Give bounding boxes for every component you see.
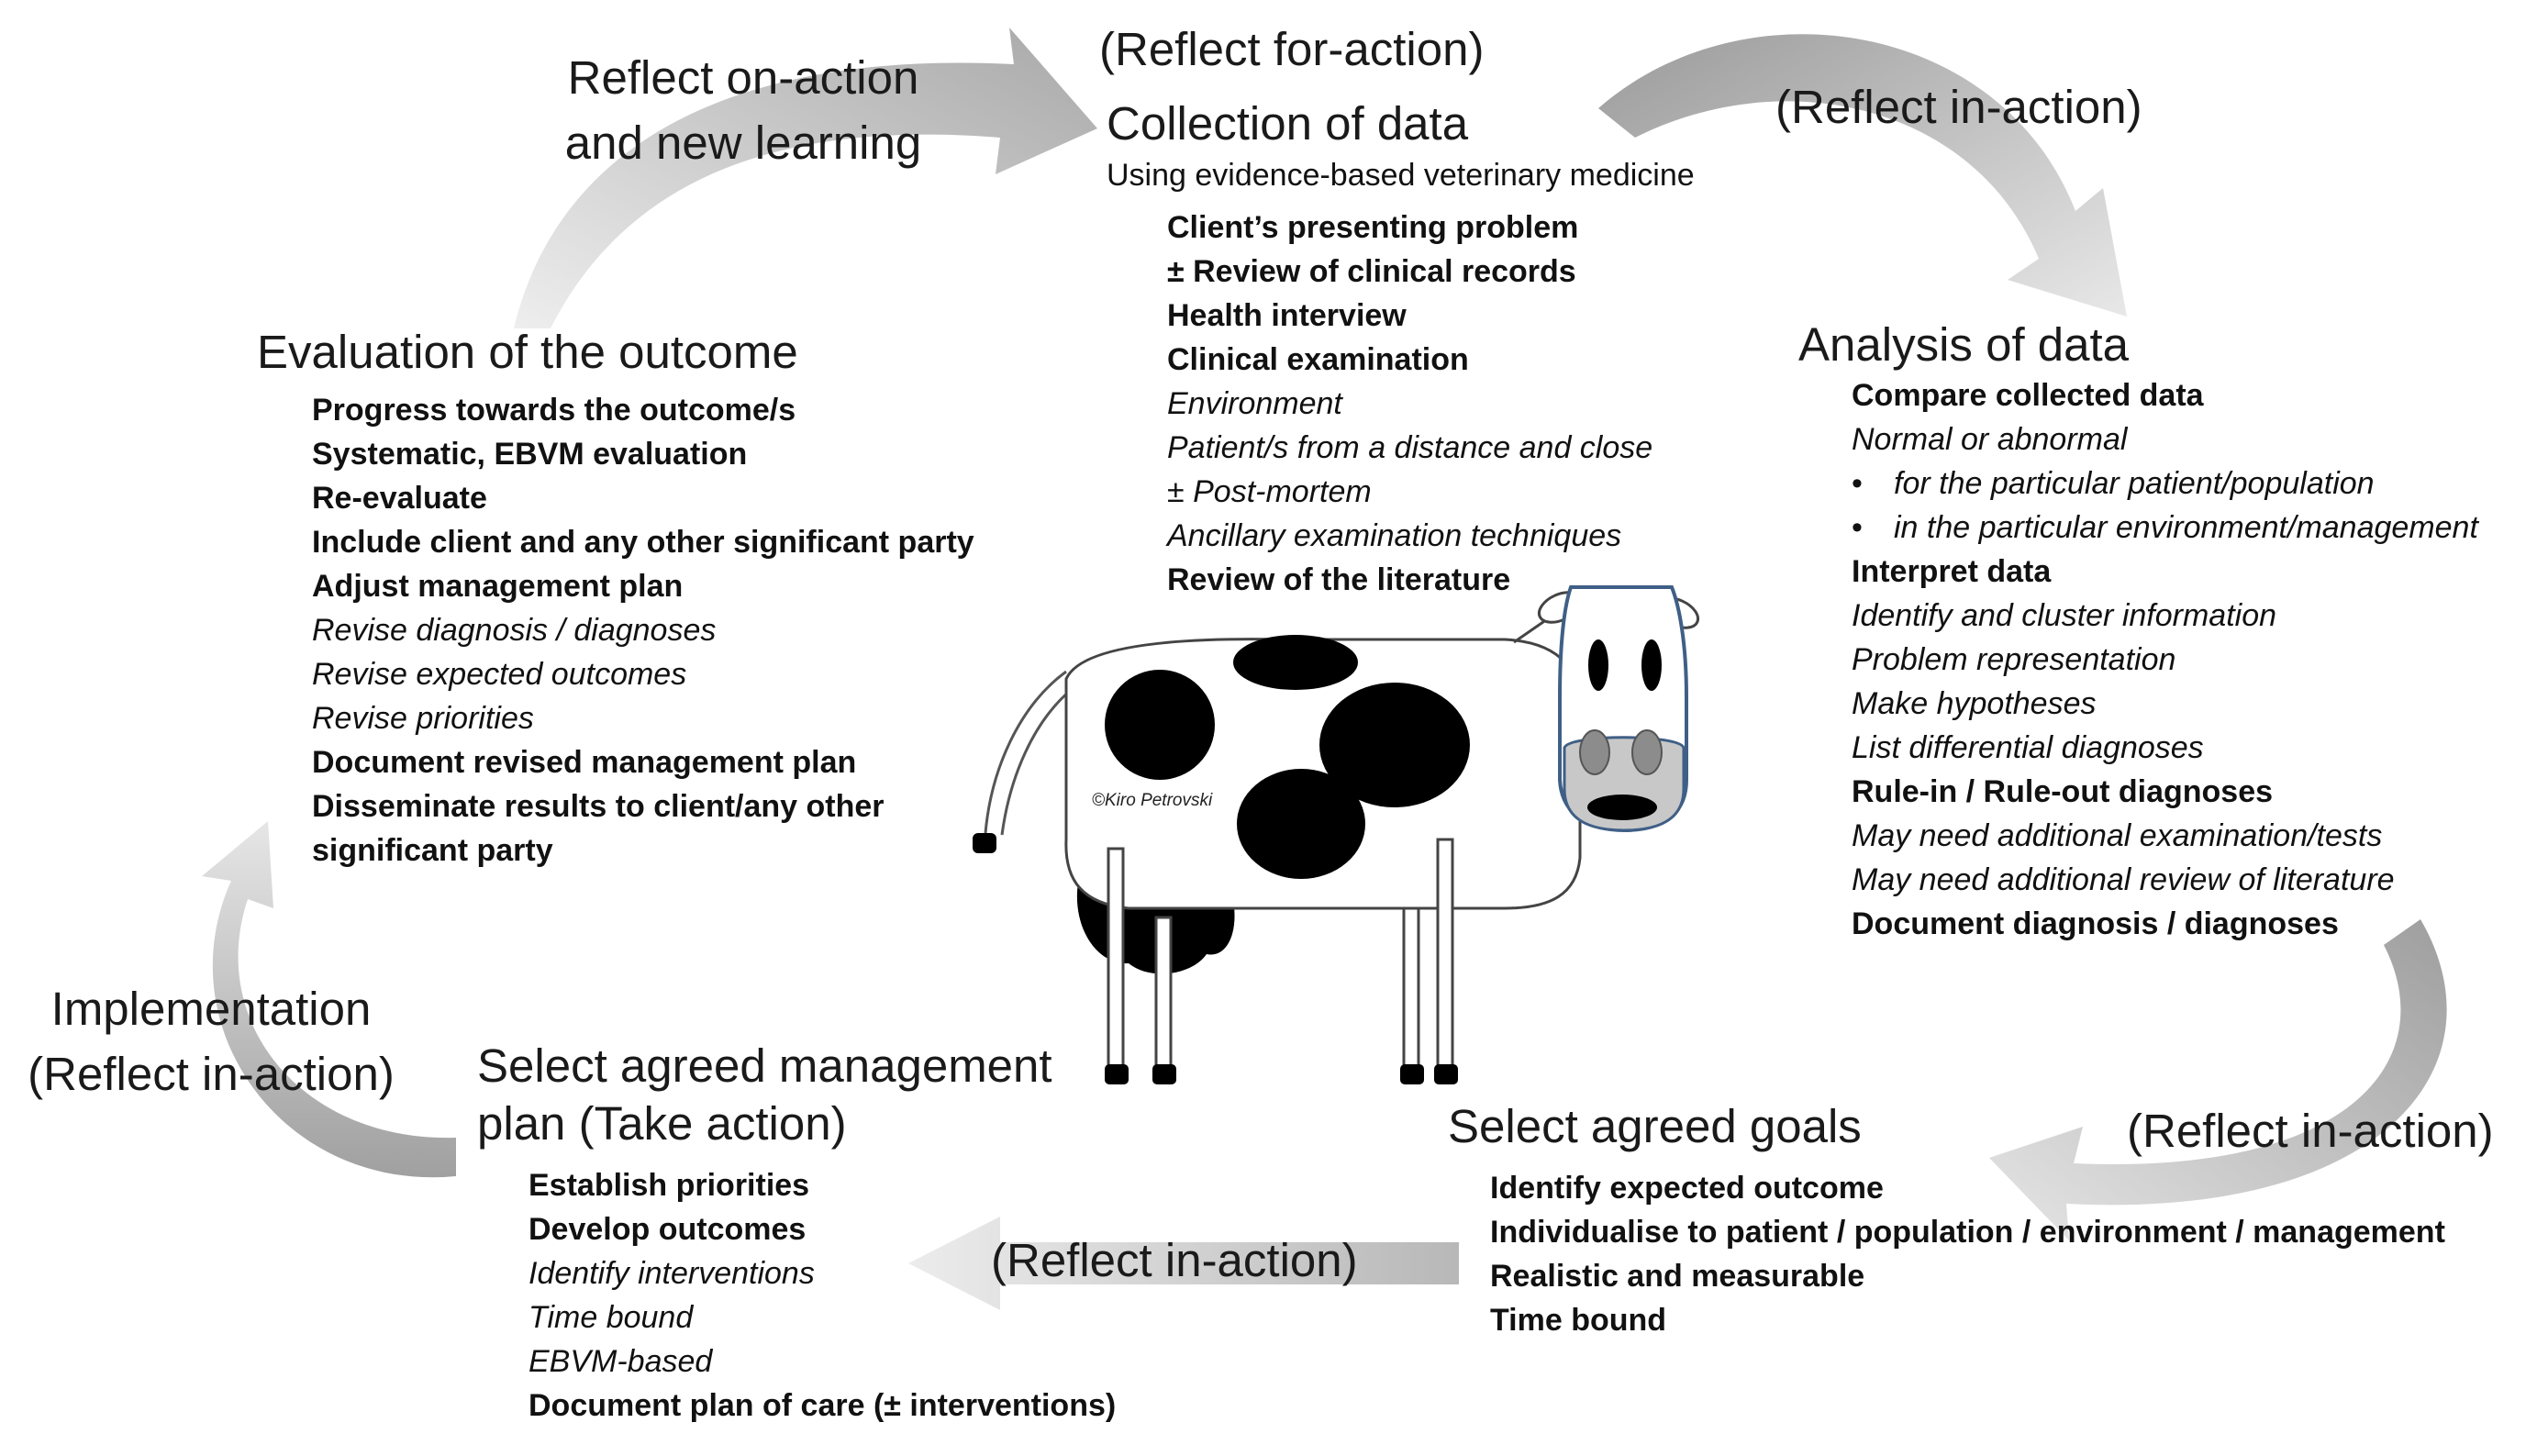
cow-nostril [1579,729,1610,775]
analysis-item: Normal or abnormal [1852,422,2128,457]
analysis-item: May need additional examination/tests [1852,818,2383,853]
plan-item: Identify interventions [529,1256,815,1291]
analysis-item: Problem representation [1852,642,2176,677]
cow-mouth [1587,795,1657,820]
goals-item: Individualise to patient / population / … [1490,1215,2445,1250]
analysis-item: Make hypotheses [1852,686,2097,721]
arrow-reflect-on-action [514,28,1097,328]
cow-spot [1233,635,1358,690]
collection-item: Client’s presenting problem [1167,210,1579,245]
collection-item: Environment [1167,386,1342,421]
label-reflect-in-action-right: (Reflect in-action) [2127,1105,2494,1157]
stage-collection-body: Collection of data Using evidence-based … [1107,94,1695,602]
evaluation-item: Include client and any other significant… [312,525,974,560]
arrow-reflect-in-action-bottom [908,1217,1459,1310]
cow-hoof [1434,1064,1458,1084]
arrow-implementation [202,821,456,1178]
cow-tail [984,670,1067,834]
evaluation-item: Disseminate results to client/any other [312,789,885,824]
cow-tail-outline [1000,684,1076,836]
label-reflect-on-action-line1: Reflect on-action [567,51,919,104]
cow-leg [1402,906,1420,1071]
collection-item: Review of the literature [1167,562,1511,597]
evaluation-item: Revise priorities [312,701,534,736]
plan-item: Develop outcomes [529,1212,807,1247]
stage-evaluation: Evaluation of the outcome Progress towar… [257,323,974,872]
cow-spot [1237,769,1365,879]
label-reflect-in-action-top: (Reflect in-action) [1775,81,2142,133]
stage-plan: Select agreed management plan (Take acti… [477,1037,1116,1428]
collection-item: Ancillary examination techniques [1167,518,1622,553]
goals-item: Realistic and measurable [1490,1259,1865,1294]
label-reflect-on-action: Reflect on-action and new learning [514,49,973,172]
stage-collection: (Reflect for-action) [1099,20,1484,78]
label-implementation-line1: Implementation [50,983,372,1035]
analysis-item: in the particular environment/management [1852,506,2478,550]
collection-title: Collection of data [1107,97,1469,150]
evaluation-item: Re-evaluate [312,481,487,516]
evaluation-item: Systematic, EBVM evaluation [312,437,748,472]
plan-item: EBVM-based [529,1344,713,1379]
collection-item: ± Post-mortem [1167,474,1372,509]
goals-item: Time bound [1490,1303,1667,1338]
cow-leg [1436,838,1454,1071]
analysis-item: May need additional review of literature [1852,862,2395,897]
collection-item: Health interview [1167,298,1407,333]
label-reflect-on-action-line2: and new learning [564,117,922,169]
cow-leg [1107,847,1125,1071]
analysis-item: Identify and cluster information [1852,598,2277,633]
goals-item: Identify expected outcome [1490,1171,1884,1206]
cow-eye-right [1641,639,1662,691]
cow-tail-tuft [973,833,996,853]
plan-title-line2: plan (Take action) [477,1097,847,1150]
cow-spot [1319,683,1470,807]
label-implementation-line2: (Reflect in-action) [28,1048,395,1100]
analysis-item: Interpret data [1852,554,2052,589]
cow-hoof [1152,1064,1176,1084]
cow-hoof [1105,1064,1129,1084]
evaluation-title: Evaluation of the outcome [257,326,798,378]
arrow-reflect-in-action-right [1989,919,2447,1240]
evaluation-item: Document revised management plan [312,745,857,780]
label-reflect-in-action-bottom: (Reflect in-action) [991,1234,1358,1286]
plan-item: Document plan of care (± interventions) [529,1388,1117,1423]
evaluation-item: Progress towards the outcome/s [312,393,796,428]
evaluation-item: significant party [312,833,553,868]
evaluation-item: Adjust management plan [312,569,684,604]
collection-item: ± Review of clinical records [1167,254,1576,289]
cow-leg [1154,916,1173,1071]
collection-items: Client’s presenting problem ± Review of c… [1167,206,1695,602]
goals-title: Select agreed goals [1448,1100,1862,1152]
copyright-text: ©Kiro Petrovski [1092,791,1213,810]
analysis-item: Rule-in / Rule-out diagnoses [1852,774,2274,809]
analysis-item: Compare collected data [1852,378,2204,413]
stage-goals: Select agreed goals Identify expected ou… [1448,1097,2445,1342]
plan-item: Time bound [529,1300,694,1335]
cow-illustration [973,585,1700,1084]
arrow-reflect-in-action-top [1598,34,2127,317]
analysis-item: List differential diagnoses [1852,730,2204,765]
cow-nostril [1631,729,1663,775]
collection-phase: (Reflect for-action) [1099,23,1485,75]
collection-item: Patient/s from a distance and close [1167,430,1653,465]
plan-item: Establish priorities [529,1168,810,1203]
analysis-title: Analysis of data [1798,318,2130,371]
plan-title-line1: Select agreed management [477,1039,1052,1092]
analysis-item: Document diagnosis / diagnoses [1852,906,2339,941]
cow-eye-left [1588,639,1608,691]
collection-item: Clinical examination [1167,342,1469,377]
evaluation-item: Revise expected outcomes [312,657,687,692]
collection-subtitle: Using evidence-based veterinary medicine [1107,158,1695,193]
cow-hoof [1400,1064,1424,1084]
label-implementation: Implementation (Reflect in-action) [0,980,422,1103]
cow-spot [1105,670,1215,780]
analysis-item: for the particular patient/population [1852,461,2478,506]
evaluation-item: Revise diagnosis / diagnoses [312,613,717,648]
